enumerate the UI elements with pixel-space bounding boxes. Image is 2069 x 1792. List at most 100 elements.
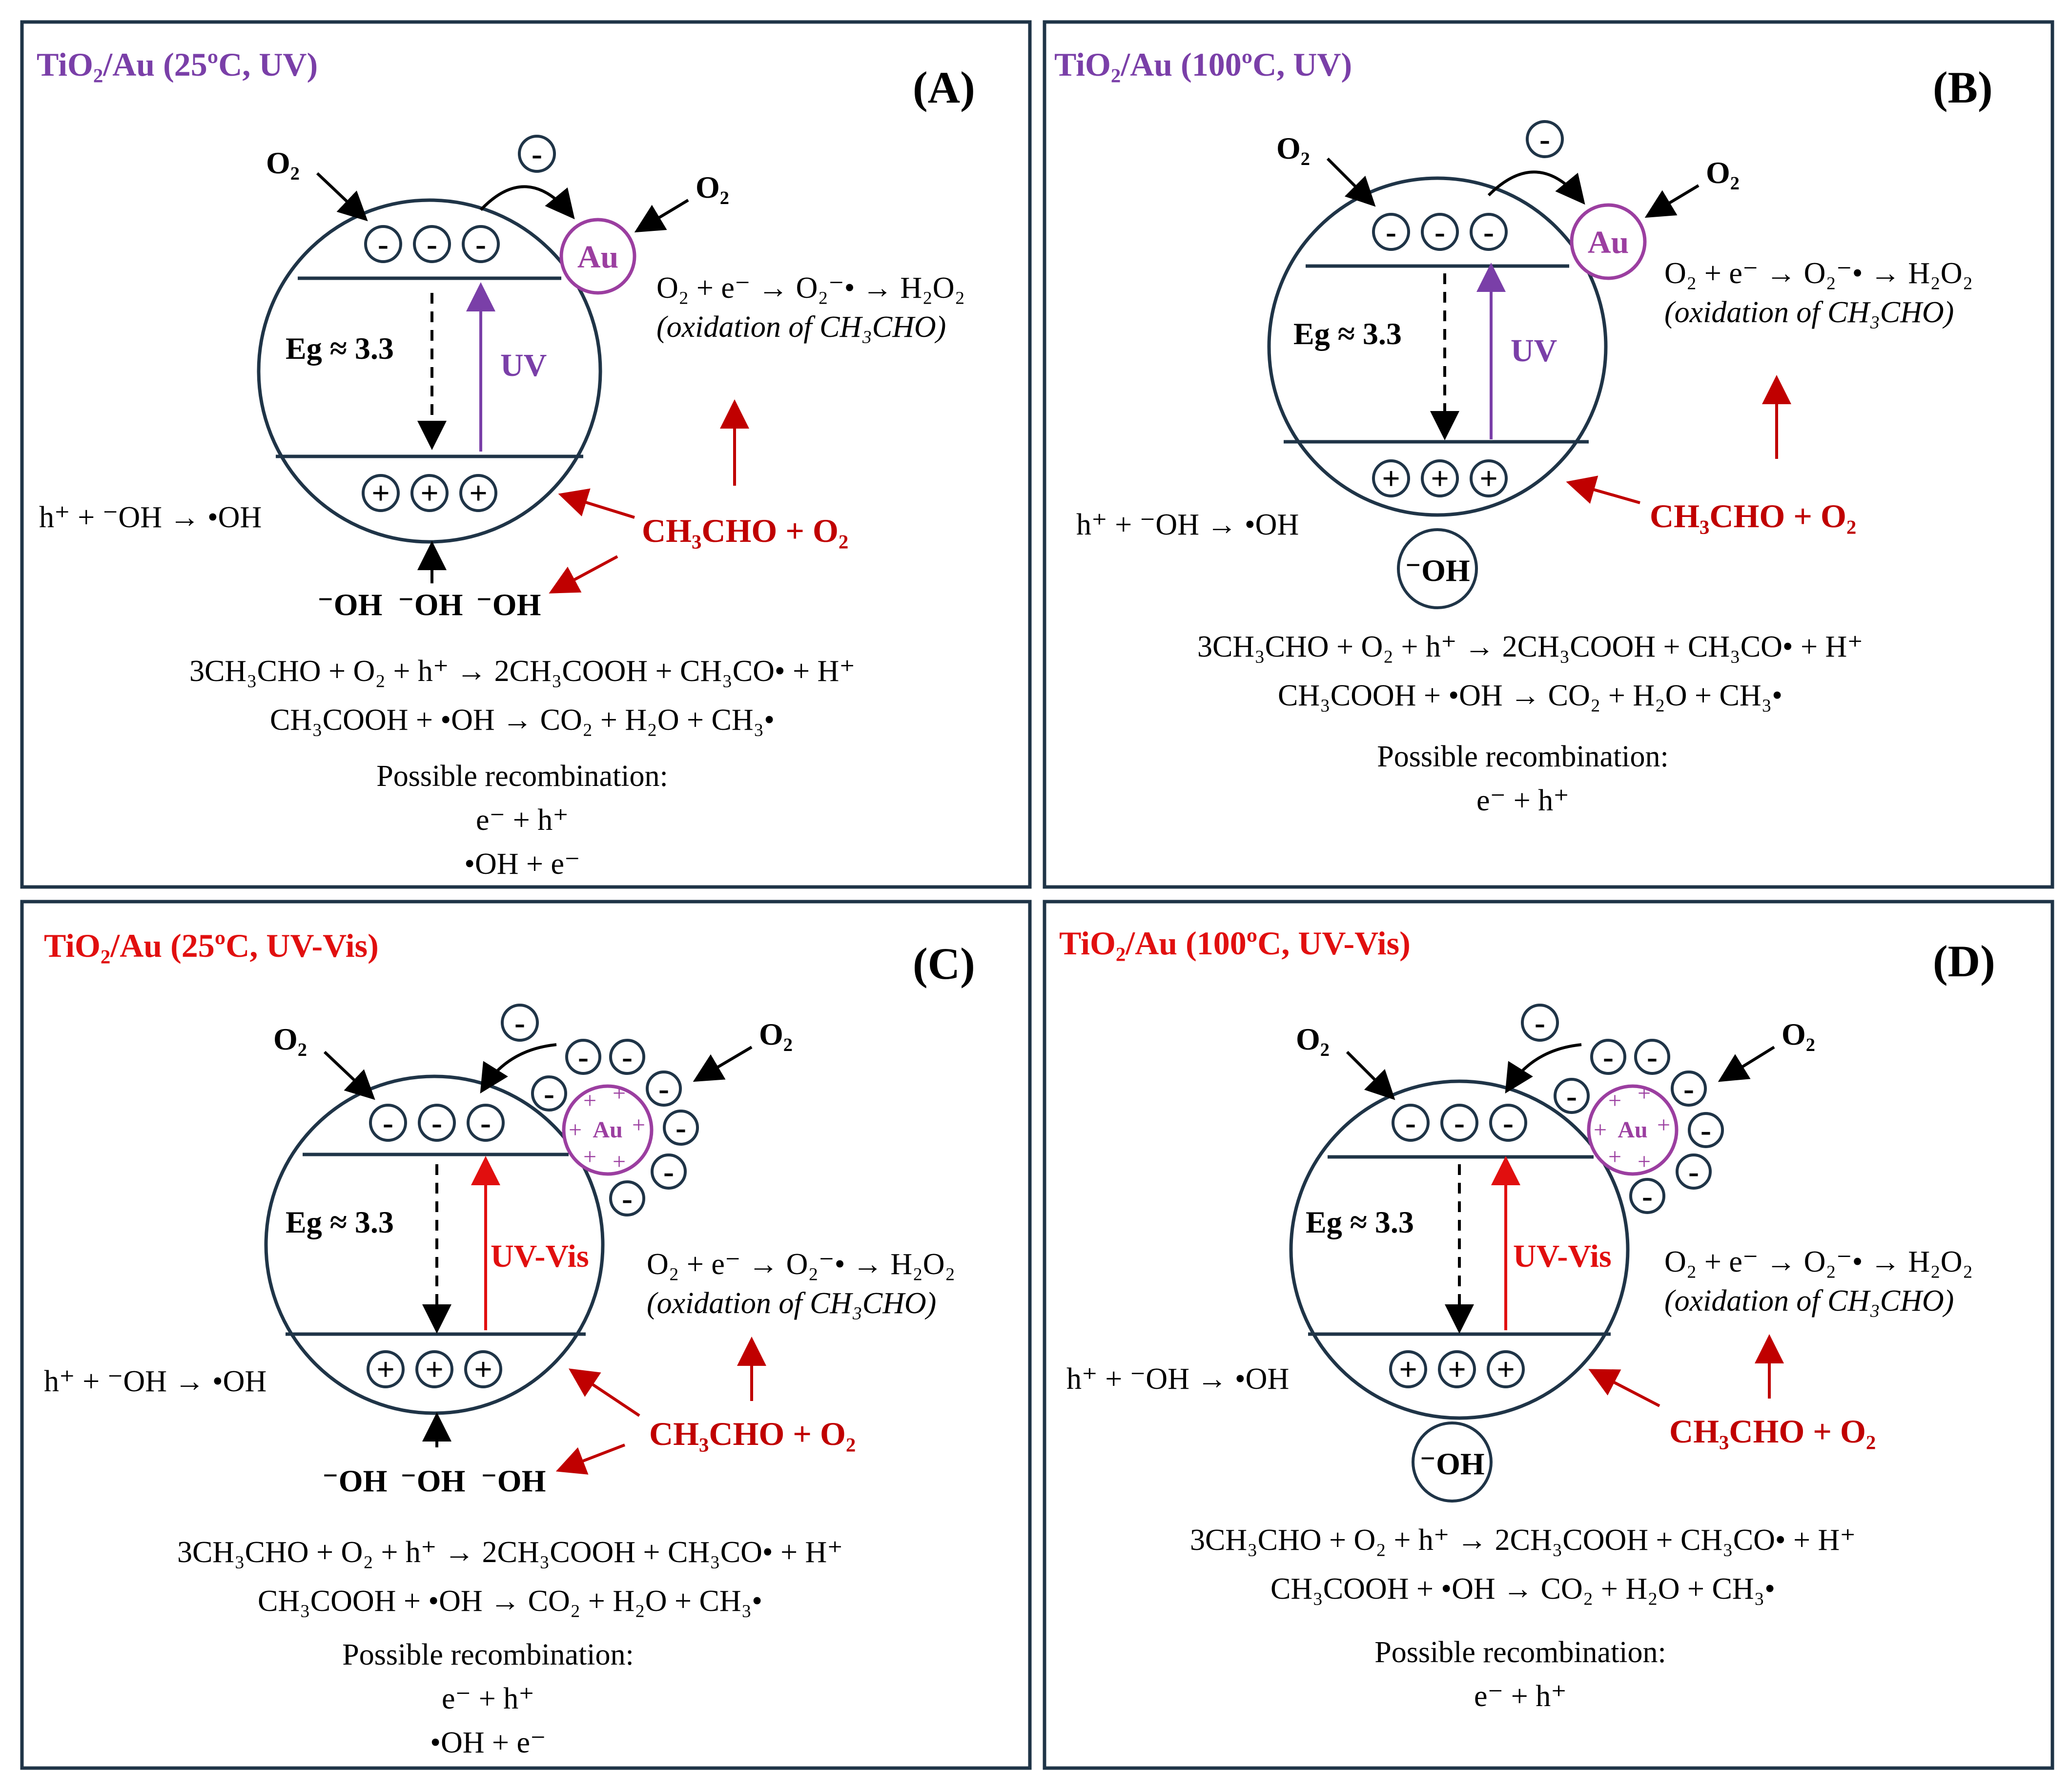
panel-a-label: (A) (913, 62, 975, 112)
excitation-label: UV (500, 348, 547, 383)
au-plus: + (1594, 1117, 1607, 1143)
band-gap-label: Eg ≈ 3.3 (286, 331, 394, 366)
panel-d: TiO₂/Au (100ºC, UV-Vis) (D) - - - + + + … (1043, 900, 2054, 1770)
o2-right: O₂ (1706, 155, 1740, 190)
superoxide-reaction: O₂ + e⁻ → O₂⁻• → H₂O₂ (1664, 1245, 1973, 1278)
recombination-2: •OH + e⁻ (430, 1726, 546, 1759)
au-label: Au (577, 239, 618, 275)
electron-sign: - (514, 1005, 525, 1041)
band-gap-label: Eg ≈ 3.3 (1293, 316, 1402, 351)
o2-right: O₂ (696, 170, 729, 205)
hole-sign: + (469, 475, 488, 511)
panel-b: TiO₂/Au (100ºC, UV) (B) - - - + + + Eg ≈… (1043, 20, 2054, 889)
au-plus: + (613, 1149, 626, 1174)
electron-sign: - (663, 1154, 674, 1190)
reactants: CH₃CHO + O₂ (1669, 1413, 1876, 1450)
electron-sign: - (427, 227, 437, 262)
reactants: CH₃CHO + O₂ (649, 1415, 856, 1452)
hole-sign: + (1448, 1352, 1466, 1387)
electron-sign: - (383, 1105, 393, 1141)
au-label: Au (593, 1117, 622, 1143)
oxidation-note: (oxidation of CH₃CHO) (1664, 1284, 1954, 1318)
panel-c-label: (C) (913, 939, 975, 989)
electrons-cb: - - - (1372, 213, 1508, 251)
electron-sign: - (1386, 214, 1396, 250)
electron-sign: - (431, 1105, 442, 1141)
reactants: CH₃CHO + O₂ (642, 512, 848, 549)
reactant-to-surface-arrow (1566, 475, 1640, 504)
au-plus: + (1638, 1080, 1651, 1106)
hole-sign: + (1431, 461, 1449, 496)
holes-vb: + + + (362, 474, 497, 512)
hole-sign: + (1479, 461, 1498, 496)
hydroxyl-2: ⁻OH (398, 587, 463, 622)
equation-2: CH₃COOH + •OH → CO₂ + H₂O + CH₃• (258, 1585, 762, 1618)
electron-sign: - (658, 1071, 669, 1107)
electron-sign: - (544, 1076, 554, 1112)
panel-a-title: TiO₂/Au (25ºC, UV) (37, 46, 318, 83)
electron-sign: - (676, 1110, 686, 1146)
o2-left: O₂ (1296, 1022, 1330, 1056)
o2-right-arrow (1644, 184, 1700, 218)
holes-vb: + + + (1389, 1350, 1525, 1388)
hole-reaction: h⁺ + ⁻OH → •OH (44, 1365, 266, 1398)
recombination-heading: Possible recombination: (1377, 740, 1669, 773)
electron-transfer-arrow (480, 1043, 557, 1094)
electron-sign: - (475, 227, 486, 262)
electron-sign: - (622, 1039, 633, 1075)
electrons-cb: - - - (369, 1104, 505, 1142)
au-electron-cloud: - - - - - - - (531, 1039, 699, 1216)
electron-sign: - (1434, 214, 1445, 250)
au-electron-cloud: - - - - - - - (1554, 1039, 1724, 1214)
o2-left-arrow (323, 1050, 375, 1100)
electrons-cb: - - - (1392, 1104, 1527, 1142)
electron-sign: - (1454, 1105, 1465, 1141)
oxidation-note: (oxidation of CH₃CHO) (647, 1287, 936, 1320)
panel-c: TiO₂/Au (25ºC, UV-Vis) (C) - - - + + + E… (20, 900, 1032, 1770)
electron-sign: - (578, 1039, 589, 1075)
hole-sign: + (376, 1352, 395, 1387)
au-label: Au (1618, 1117, 1647, 1143)
hole-reaction: h⁺ + ⁻OH → •OH (1076, 508, 1299, 541)
o2-right: O₂ (1782, 1017, 1815, 1051)
au-label: Au (1588, 225, 1629, 260)
au-positive-charges: + + + + + + (569, 1080, 645, 1174)
adsorbed-hydroxyl (1397, 528, 1478, 609)
au-nanoparticle (1587, 1084, 1679, 1176)
reactant-to-hydroxyl-arrow (549, 555, 618, 594)
hole-reaction: h⁺ + ⁻OH → •OH (1066, 1362, 1289, 1396)
electrons-cb: - - - (364, 225, 500, 263)
electron-sign: - (378, 227, 389, 262)
hole-reaction: h⁺ + ⁻OH → •OH (39, 501, 262, 534)
hole-sign: + (425, 1352, 444, 1387)
au-plus: + (583, 1144, 596, 1170)
electron-transfer-arrow (1505, 1043, 1582, 1094)
recombination-1: e⁻ + h⁺ (476, 803, 569, 837)
electron-transfer-arrow (1487, 170, 1585, 205)
hydroxyl-3: ⁻OH (476, 587, 541, 622)
panel-d-title: TiO₂/Au (100ºC, UV-Vis) (1059, 925, 1411, 962)
hydroxyl-1: ⁻OH (322, 1463, 387, 1498)
reactant-to-surface-arrow (1588, 1369, 1660, 1407)
superoxide-reaction: O₂ + e⁻ → O₂⁻• → H₂O₂ (647, 1248, 955, 1281)
band-gap-label: Eg ≈ 3.3 (1306, 1205, 1414, 1239)
au-plus: + (1608, 1088, 1621, 1113)
au-nanoparticle (559, 218, 636, 295)
au-plus: + (613, 1080, 626, 1106)
electron-sign: - (1683, 1071, 1694, 1107)
hole-sign: + (420, 475, 439, 511)
equation-1: 3CH₃CHO + O₂ + h⁺ → 2CH₃COOH + CH₃CO• + … (1190, 1524, 1856, 1557)
electron-sign: - (622, 1181, 633, 1216)
transferred-electron (1521, 1004, 1559, 1042)
recombination-heading: Possible recombination: (376, 760, 668, 793)
panel-a: TiO₂/Au (25ºC, UV) (A) - - - + + + Eg ≈ … (20, 20, 1032, 889)
equation-2: CH₃COOH + •OH → CO₂ + H₂O + CH₃• (270, 703, 775, 737)
electron-sign: - (480, 1105, 491, 1141)
superoxide-reaction: O₂ + e⁻ → O₂⁻• → H₂O₂ (656, 271, 965, 305)
hole-sign: + (1382, 461, 1400, 496)
panel-c-title: TiO₂/Au (25ºC, UV-Vis) (44, 927, 379, 964)
electron-sign: - (1503, 1105, 1514, 1141)
adsorbed-hydroxyl-label: ⁻OH (1419, 1446, 1484, 1481)
excitation-label: UV-Vis (491, 1238, 589, 1274)
recombination-1: e⁻ + h⁺ (442, 1682, 534, 1715)
